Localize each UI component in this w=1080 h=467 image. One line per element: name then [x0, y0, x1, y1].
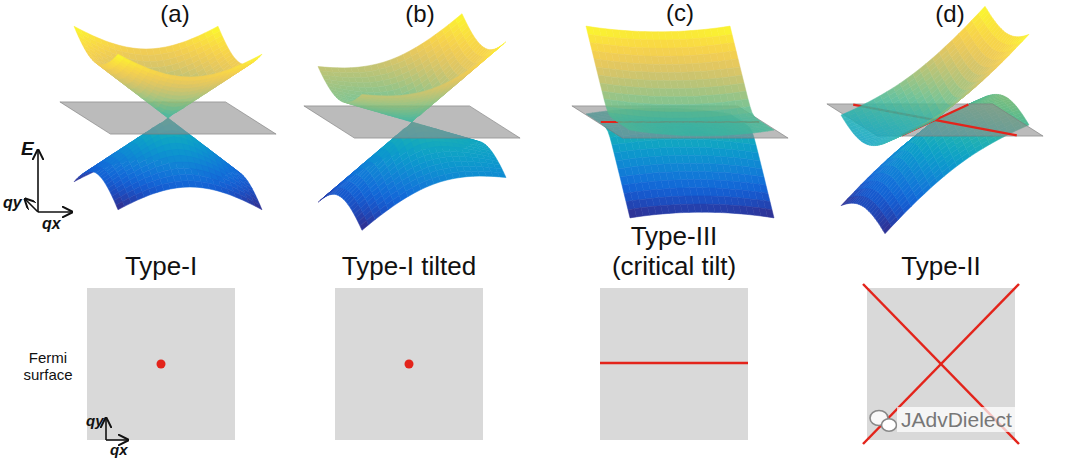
- fermi-plane: [60, 102, 276, 134]
- band-surface: [304, 14, 520, 231]
- energy-band: [318, 14, 506, 122]
- fermi-plane: [304, 106, 520, 138]
- band-facet: [492, 46, 501, 53]
- band-facet: [458, 71, 467, 78]
- band-facet: [471, 62, 480, 69]
- band-facet: [247, 58, 256, 64]
- band-facet: [240, 61, 249, 67]
- band-facet: [465, 67, 474, 74]
- band-surface: [60, 26, 276, 210]
- band-facet: [439, 82, 448, 88]
- band-facet: [254, 54, 263, 60]
- band-facet: [234, 64, 243, 70]
- energy-band: [74, 26, 262, 118]
- band-facet: [254, 201, 263, 209]
- band-surface: [572, 26, 788, 218]
- band-facet: [445, 79, 454, 85]
- band-facet: [452, 75, 461, 82]
- band-facet: [498, 172, 507, 177]
- band-facet: [498, 42, 507, 49]
